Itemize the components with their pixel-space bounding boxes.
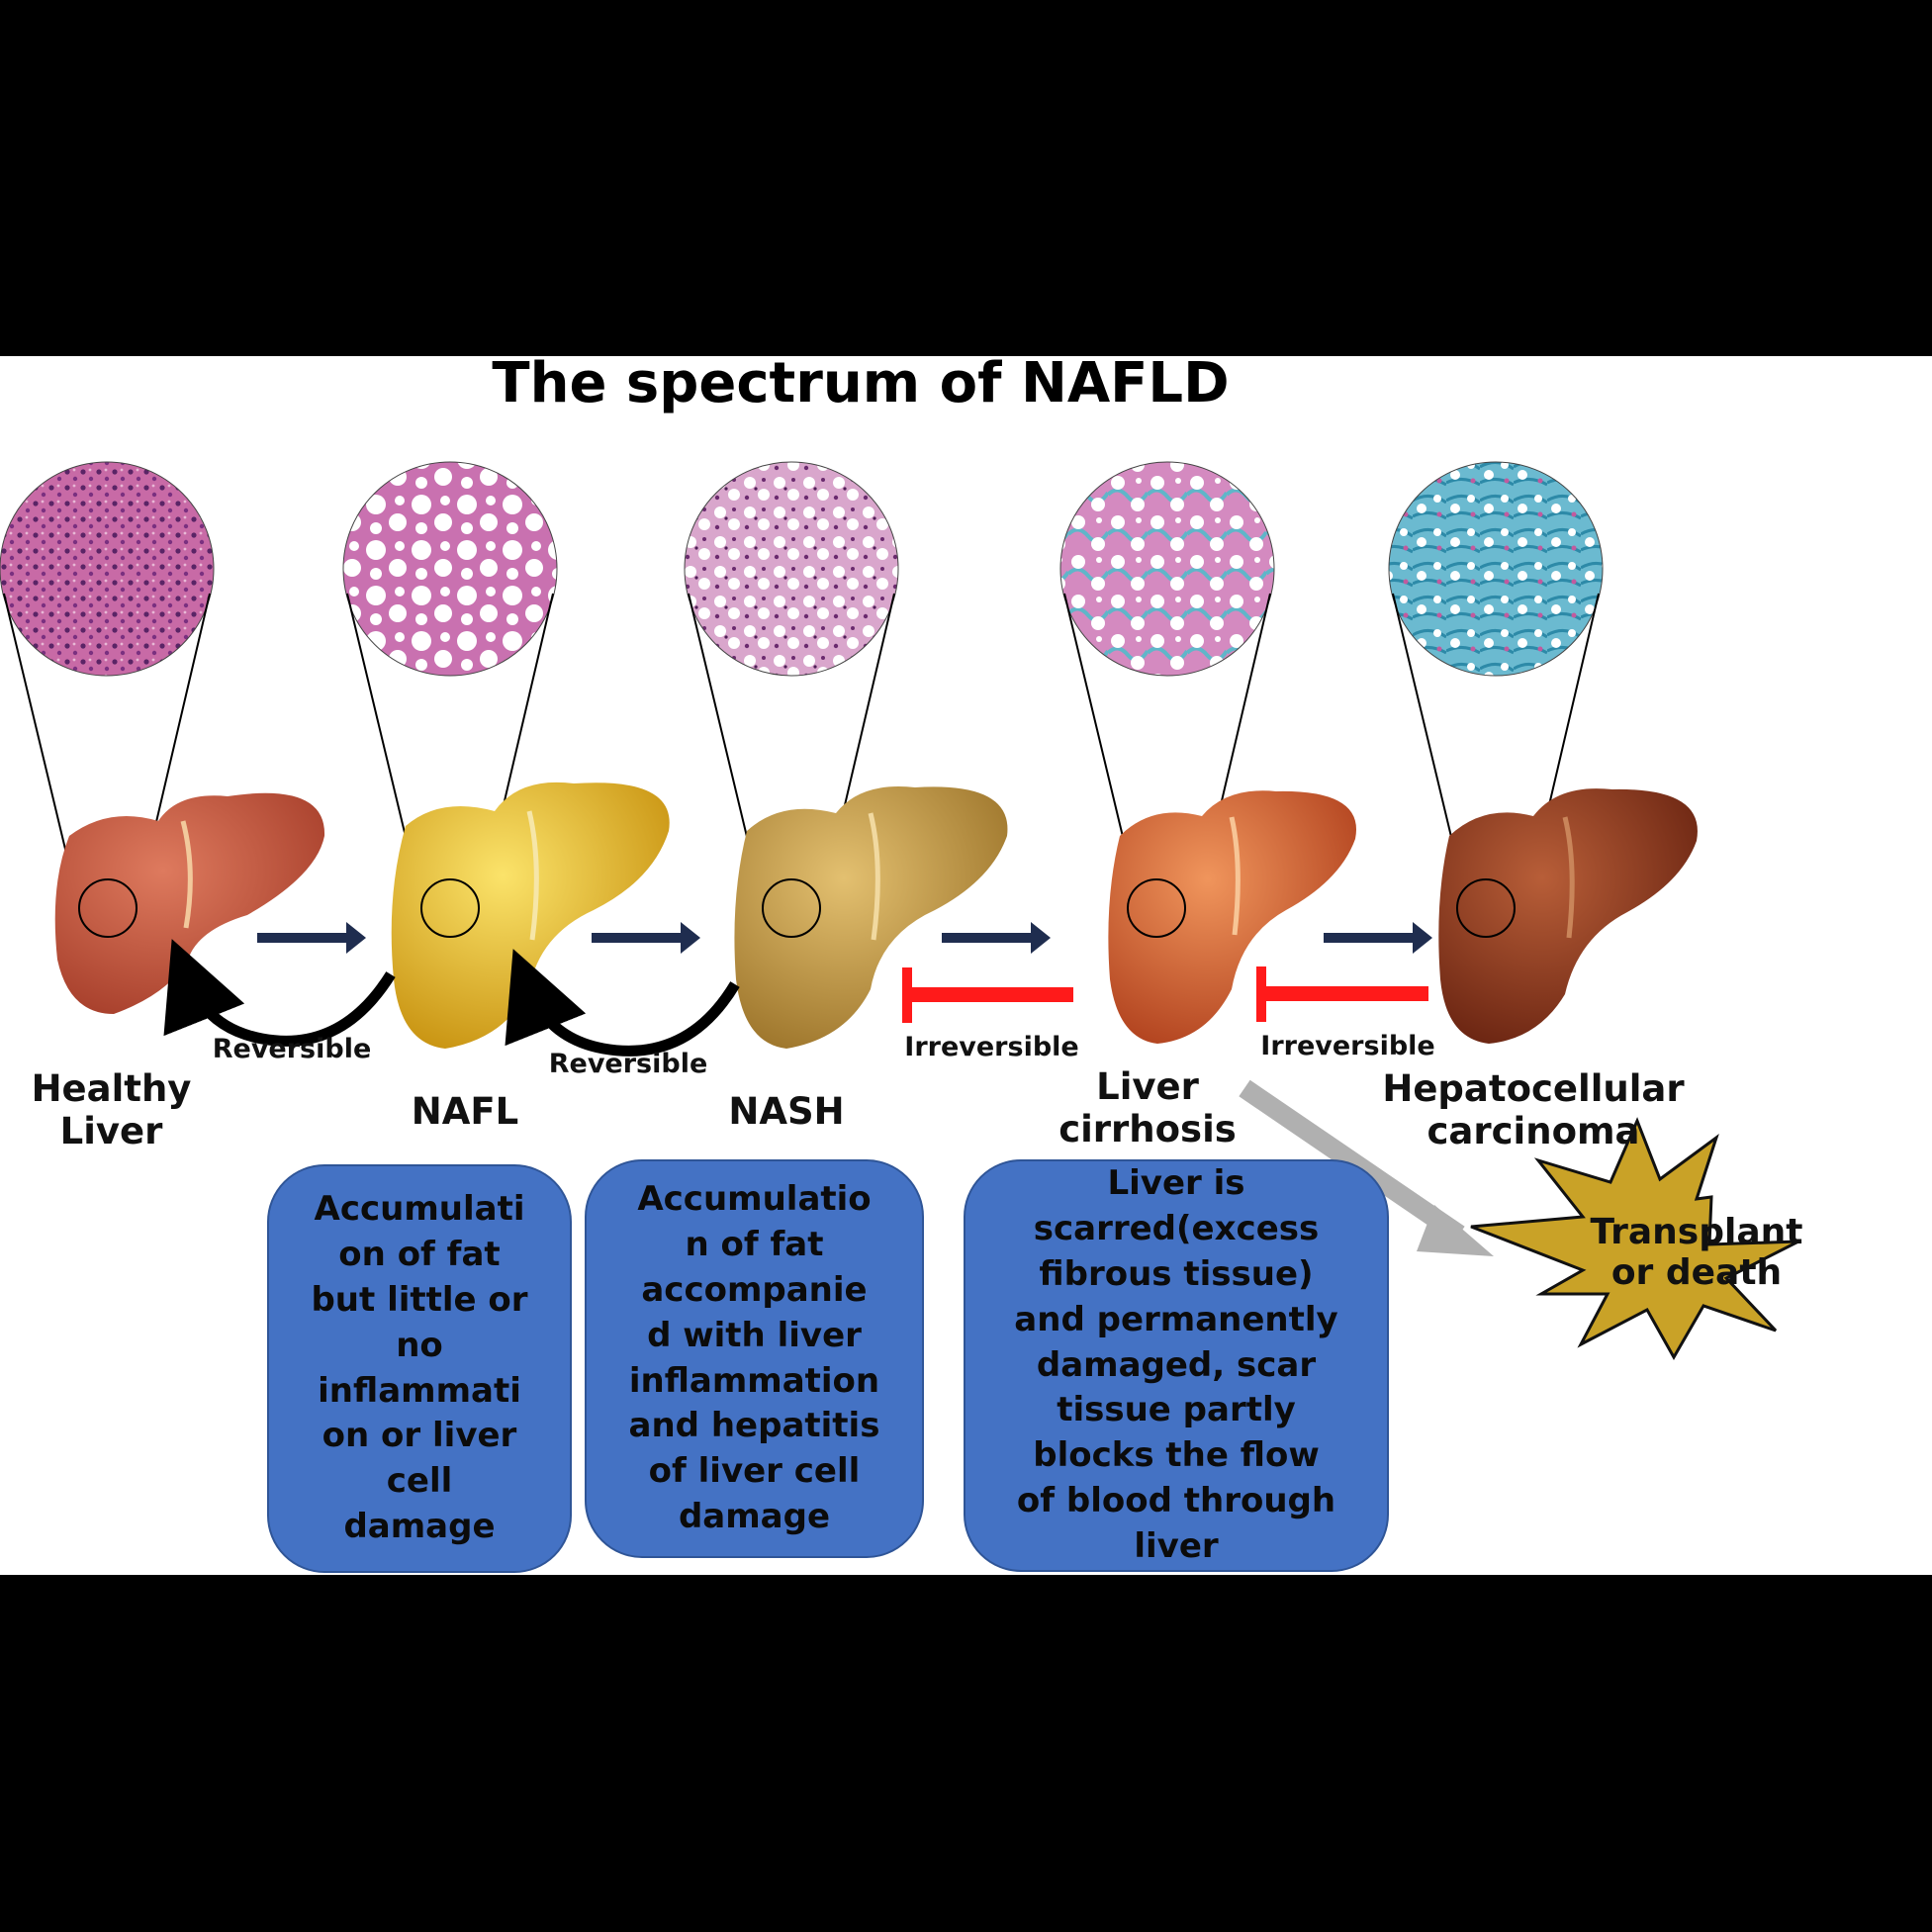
nash-liver-icon (734, 786, 1008, 1049)
nafl-stage-graphic (342, 461, 670, 1049)
stage-label-healthy: Healthy Liver (31, 1067, 192, 1152)
cirrhosis-liver-icon (1108, 790, 1356, 1044)
irreversible-block-icon (902, 967, 1073, 1023)
forward-arrow-icon (942, 922, 1051, 954)
transition-label-reversible: Reversible (548, 1049, 708, 1079)
cirrhosis-histology-icon (1059, 461, 1275, 677)
hcc-histology-icon (1388, 461, 1604, 677)
figure-title: The spectrum of NAFLD (492, 356, 1230, 415)
reversible-arrow-icon (163, 939, 396, 1047)
nafl-liver-icon (391, 782, 670, 1049)
description-box-nash: Accumulatio n of fat accompanie d with l… (585, 1159, 924, 1558)
healthy-histology-icon (0, 461, 215, 677)
nafl-histology-icon (342, 461, 558, 677)
stage-label-hcc: Hepatocellular carcinoma (1382, 1067, 1685, 1152)
nash-histology-icon (684, 461, 899, 677)
transition-label-irreversible: Irreversible (904, 1032, 1079, 1062)
outcome-arrow-icon (1239, 1079, 1494, 1256)
hcc-liver-icon (1438, 788, 1698, 1044)
transition-label-irreversible: Irreversible (1260, 1031, 1435, 1061)
forward-arrows (257, 922, 1432, 954)
forward-arrow-icon (257, 922, 366, 954)
irreversible-block-icon (1256, 966, 1428, 1022)
description-box-nafl: Accumulati on of fat but little or no in… (267, 1164, 572, 1573)
stage-label-nash: NASH (728, 1090, 845, 1133)
diagram-graphics (0, 461, 1799, 1361)
forward-arrow-icon (592, 922, 700, 954)
hcc-stage-graphic (1388, 461, 1698, 1044)
transition-label-reversible: Reversible (212, 1034, 372, 1064)
stage-label-nafl: NAFL (411, 1090, 519, 1133)
reversible-arrow-icon (505, 949, 740, 1057)
outcome-starburst-icon (1470, 1117, 1799, 1361)
healthy-stage-graphic (0, 461, 325, 1014)
description-box-cirrhosis: Liver is scarred(excess fibrous tissue) … (964, 1159, 1389, 1572)
forward-arrow-icon (1324, 922, 1432, 954)
stage-label-cirrhosis: Liver cirrhosis (1058, 1065, 1237, 1150)
figure-panel: The spectrum of NAFLD (0, 356, 1932, 1575)
outcome-label: Transplant or death (1590, 1212, 1803, 1294)
cirrhosis-stage-graphic (1059, 461, 1356, 1044)
nash-stage-graphic (684, 461, 1008, 1049)
